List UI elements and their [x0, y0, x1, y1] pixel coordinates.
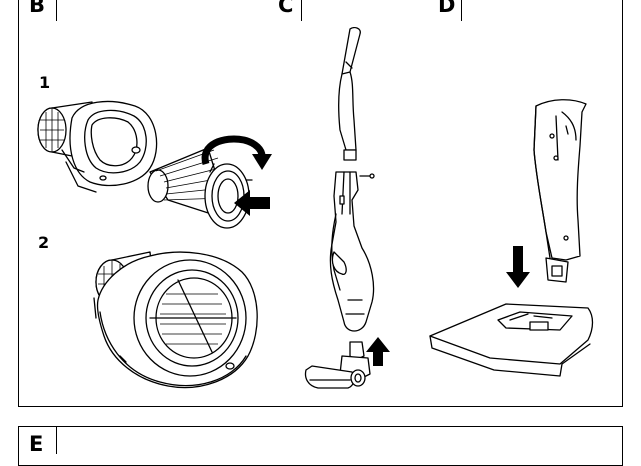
section-label-c: C [278, 0, 294, 17]
filter-assembled-icon [93, 251, 258, 389]
illustrations [37, 27, 594, 389]
section-label-e: E [29, 432, 44, 456]
stick-vacuum-icon [304, 27, 375, 389]
tab-divider-c [301, 0, 302, 21]
tab-divider-d [461, 0, 462, 21]
charging-base-stand-icon [429, 99, 594, 377]
up-arrow-icon [366, 337, 390, 366]
section-label-d: D [438, 0, 456, 17]
filter-assembly-icon [37, 100, 253, 229]
push-arrow-icon [234, 190, 270, 216]
down-arrow-icon [506, 246, 530, 288]
tab-divider-b [56, 0, 57, 21]
step-number-2: 2 [38, 233, 50, 252]
tab-divider-e [56, 426, 57, 454]
section-label-b: B [29, 0, 46, 17]
instruction-panel-top [18, 0, 623, 407]
rotate-arrow-icon [201, 135, 272, 170]
step-number-1: 1 [39, 73, 51, 92]
